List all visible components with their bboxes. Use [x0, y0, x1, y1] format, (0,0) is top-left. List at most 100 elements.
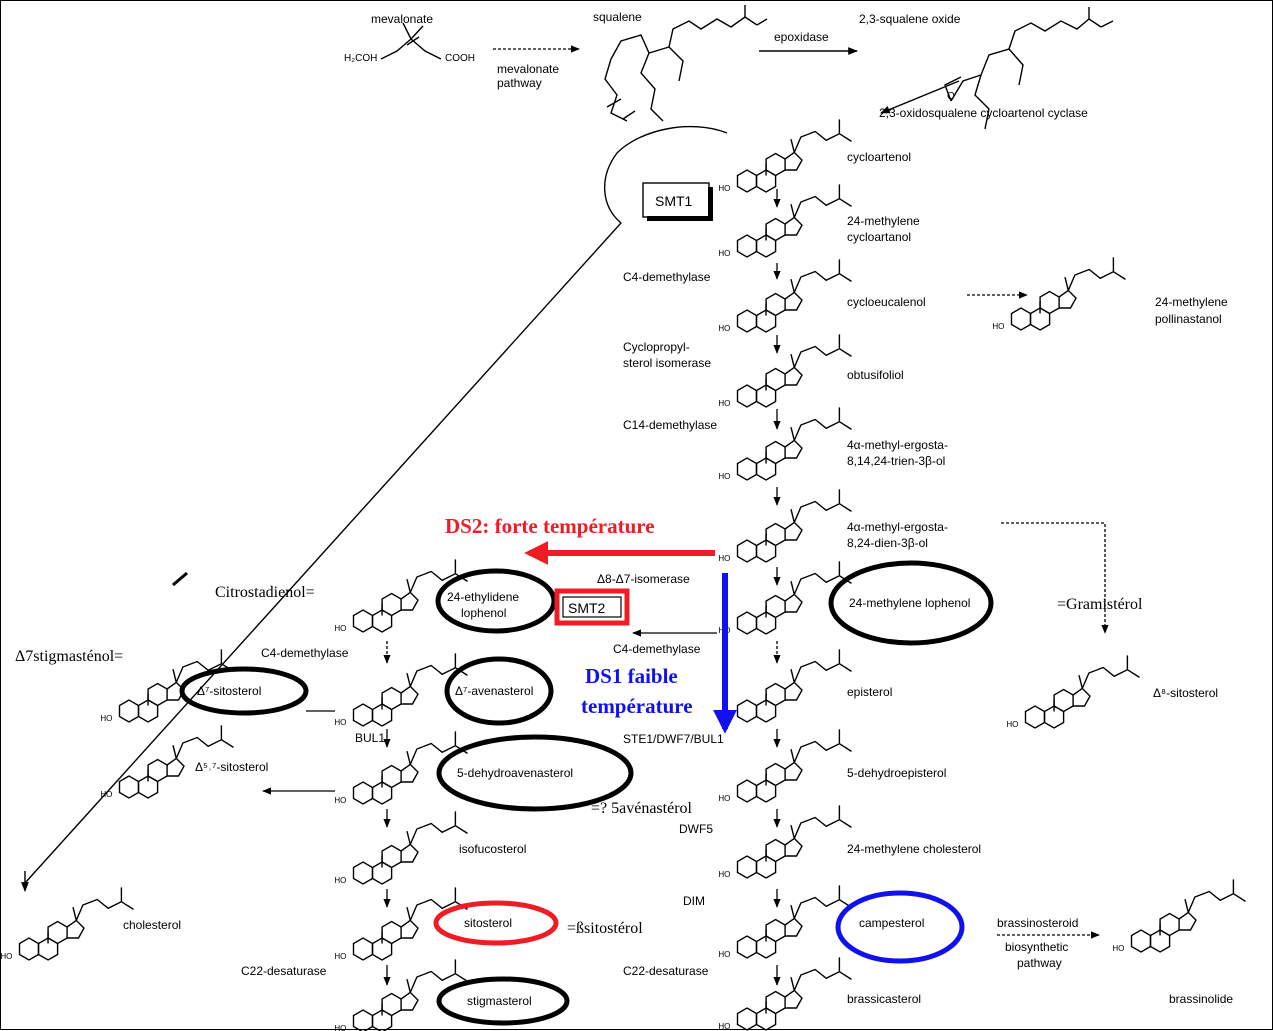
brassinosteroid-label-3: pathway: [1017, 956, 1062, 970]
dehydroavenasterol-label: 5-dehydroavenasterol: [457, 766, 573, 780]
c4-demethylase-label-2: C4-demethylase: [261, 646, 349, 660]
trien-structure: HO: [718, 407, 852, 481]
mevalonate-pathway-label-1: mevalonate: [497, 62, 559, 76]
d7-sitosterol-label: Δ⁷-sitosterol: [197, 684, 261, 698]
hydroxyl-label: HO: [334, 1024, 346, 1031]
cholesterol-label: cholesterol: [123, 918, 181, 932]
ds1-label-1: DS1 faible: [585, 664, 678, 688]
dien-structure: HO: [718, 489, 852, 563]
hydroxyl-label: HO: [334, 718, 346, 727]
mevalonate-pathway-label-2: pathway: [497, 76, 542, 90]
d57-sitosterol-structure: HO: [100, 725, 234, 799]
pollinastanol-label-1: 24-methylene: [1155, 295, 1228, 309]
citrostadienol-label: Citrostadienol=: [215, 584, 315, 601]
dehydroavenasterol-structure: HO: [334, 731, 468, 805]
beta-sitosterol-label: =ßsitostérol: [567, 920, 643, 937]
sitosterol-ring: [433, 900, 559, 946]
hydroxyl-label: HO: [718, 472, 730, 481]
hydroxyl-label: HO: [334, 624, 346, 633]
hydroxyl-label: HO: [718, 249, 730, 258]
hydroxyl-label: HO: [718, 1022, 730, 1031]
cyclase-label: 2,3-oxidosqualene cycloartenol cyclase: [879, 106, 1088, 120]
methylene-cycloartanol-label-1: 24-methylene: [847, 214, 920, 228]
stigmasterol-label: stigmasterol: [467, 994, 532, 1008]
episterol-structure: HO: [718, 649, 852, 723]
pollinastanol-structure: HO: [992, 257, 1126, 331]
molecule-structures: HO HO HO HO HO HO HO HO HO HO HO HO HO HO HO HO HO HO HO HO…: [1, 119, 1246, 1031]
hydroxyl-label: HO: [718, 399, 730, 408]
methylene-cholesterol-structure: HO: [718, 805, 852, 879]
campesterol-label: campesterol: [859, 916, 924, 930]
dehydroavenasterol-ring: [436, 734, 634, 812]
stigmastenol-label: Δ7stigmasténol=: [15, 648, 123, 665]
d8-sitosterol-structure: HO: [1006, 655, 1140, 729]
obtusifoliol-structure: HO: [718, 334, 852, 408]
mevalonate-formula-right: COOH: [445, 53, 475, 64]
avenasterol-note: =? 5avénastérol: [591, 800, 693, 817]
stigmasterol-structure: HO: [334, 959, 468, 1031]
cycloeucalenol-structure: HO: [718, 259, 852, 333]
brassicasterol-label: brassicasterol: [847, 992, 921, 1006]
hydroxyl-label: HO: [718, 870, 730, 879]
d57-sitosterol-label: Δ⁵˒⁷-sitosterol: [195, 760, 268, 774]
hydroxyl-label: HO: [1006, 720, 1018, 729]
hydroxyl-label: HO: [718, 950, 730, 959]
ds2-label: DS2: forte température: [445, 514, 655, 538]
d8-sitosterol-arrow: [1001, 522, 1109, 634]
ste1-label: STE1/DWF7/BUL1: [623, 732, 724, 746]
smt2-box: [554, 588, 630, 626]
brassicasterol-structure: HO: [718, 957, 852, 1031]
cyclopropyl-label-2: sterol isomerase: [623, 356, 711, 370]
epoxide-oxygen: O: [947, 91, 955, 102]
smt1-box-shadow-bottom: [647, 216, 713, 221]
smt2-inner-box: [562, 596, 622, 618]
smt1-loop-line: [24, 125, 728, 884]
d7-avenasterol-ring: [444, 656, 554, 726]
obtusifoliol-label: obtusifoliol: [847, 368, 904, 382]
hydroxyl-label: HO: [100, 790, 112, 799]
dehydroepisterol-label: 5-dehydroepisterol: [847, 766, 946, 780]
dien-label-1: 4α-methyl-ergosta-: [847, 520, 948, 534]
c4-demethylase-label-3: C4-demethylase: [613, 642, 701, 656]
dwf5-label: DWF5: [679, 822, 713, 836]
d7-avenasterol-structure: HO: [334, 653, 468, 727]
squalene-oxide-structure: [944, 7, 1114, 130]
gramisterol-label: =Gramistérol: [1057, 596, 1143, 613]
mevalonate-formula-left: H₂COH: [344, 53, 377, 64]
c22-desaturase-label-1: C22-desaturase: [241, 964, 327, 978]
brassinosteroid-label-1: brassinosteroid: [997, 916, 1078, 930]
hydroxyl-label: HO: [334, 796, 346, 805]
cycloartenol-structure: HO: [718, 119, 852, 193]
pollinastanol-label-2: pollinastanol: [1155, 312, 1222, 326]
methylene-lophenol-ring: [828, 560, 994, 646]
pathway-step-arrows: [383, 189, 781, 986]
dien-label-2: 8,24-dien-3β-ol: [847, 536, 928, 550]
isofucosterol-structure: HO: [334, 811, 468, 885]
squalene-oxide-label: 2,3-squalene oxide: [859, 12, 961, 26]
methylene-cycloartanol-label-2: cycloartanol: [847, 230, 911, 244]
hydroxyl-label: HO: [718, 324, 730, 333]
hydroxyl-label: HO: [100, 714, 112, 723]
isomerase-label: Δ8-Δ7-isomerase: [597, 572, 690, 586]
loop-tick: [172, 571, 188, 587]
squalene-label: squalene: [593, 10, 642, 24]
c22-desaturase-label-2: C22-desaturase: [623, 964, 709, 978]
d7-sitosterol-structure: HO: [100, 649, 234, 723]
hydroxyl-label: HO: [992, 322, 1004, 331]
campesterol-ring: [835, 890, 965, 964]
campesterol-structure: HO: [718, 885, 852, 959]
methylene-cycloartanol-structure: HO: [718, 184, 852, 258]
hydroxyl-label: HO: [1, 952, 12, 961]
hydroxyl-label: HO: [1112, 944, 1124, 953]
bul1-label: BUL1: [355, 731, 385, 745]
cycloeucalenol-label: cycloeucalenol: [847, 295, 926, 309]
c4-demethylase-label-1: C4-demethylase: [623, 270, 711, 284]
hydroxyl-label: HO: [718, 794, 730, 803]
ethylidene-lophenol-ring: [435, 568, 557, 634]
episterol-label: episterol: [847, 685, 892, 699]
d8-sitosterol-label: Δ⁸-sitosterol: [1153, 686, 1218, 700]
squalene-structure: [604, 5, 768, 122]
ds1-label-2: température: [581, 694, 693, 718]
